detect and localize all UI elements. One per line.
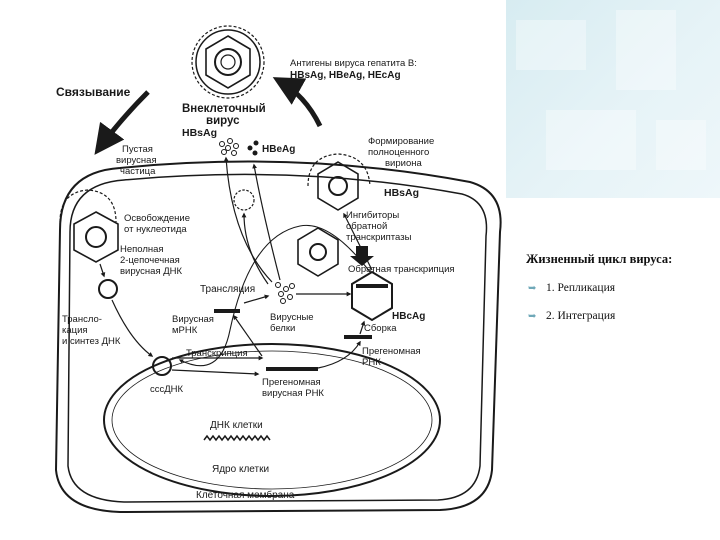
label-release-1: Освобождение xyxy=(124,213,190,224)
label-transcription: Транскрипция xyxy=(186,348,248,359)
viral-mrna-bar xyxy=(214,309,240,313)
cell-nucleus-outline xyxy=(103,343,441,497)
label-hbeag: HBeAg xyxy=(262,144,295,155)
viral-proteins-icon xyxy=(275,282,295,304)
label-inhibitors-1: Ингибиторы xyxy=(346,210,399,221)
label-forming-1: Формирование xyxy=(368,136,434,147)
label-empty-particle-1: Пустая xyxy=(122,144,153,155)
label-reverse-transcription: Обратная транскрипция xyxy=(348,264,455,275)
cccdna-icon xyxy=(152,356,172,376)
arrow-to-assembly xyxy=(359,320,366,335)
slide-text-panel: Жизненный цикл вируса: ➥ 1. Репликация ➥… xyxy=(506,0,720,540)
inner-capsid-icon xyxy=(297,227,339,277)
label-translocation-3: и синтез ДНК xyxy=(62,336,121,347)
label-forming-2: полноценного xyxy=(368,147,429,158)
arrow-translocation xyxy=(111,299,154,357)
label-antigens: Антигены вируса гепатита В: xyxy=(290,58,417,69)
arrow-pregenomic-up xyxy=(317,340,361,369)
label-incomplete-1: Неполная xyxy=(120,244,164,255)
empty-particle-icon xyxy=(233,189,255,211)
label-viral-proteins-1: Вирусные xyxy=(270,312,314,323)
arrow-assembly-to-virion xyxy=(343,212,373,271)
arrow-mrna-out xyxy=(233,314,263,357)
list-item-text: 2. Интеграция xyxy=(546,310,616,322)
label-empty-particle-2: вирусная xyxy=(116,155,157,166)
cell-dna-icon xyxy=(203,434,271,442)
cell-membrane-outer xyxy=(54,160,502,514)
label-empty-particle-3: частица xyxy=(120,166,156,177)
pregenomic-rna-bar xyxy=(266,367,318,371)
cell-membrane-inner xyxy=(67,173,488,503)
cell-nucleus-inner xyxy=(111,350,433,490)
hbsag-particle-icon xyxy=(219,138,239,156)
arrow-protein-to-hbsag xyxy=(223,156,273,283)
label-extracellular-virus: Внеклеточный xyxy=(182,103,266,115)
label-translocation-1: Трансло- xyxy=(62,314,102,325)
pregenomic-rna-cyto-bar xyxy=(344,335,372,339)
arrow-release-virion xyxy=(272,77,323,128)
arrow-protein-to-empty xyxy=(241,212,269,285)
list-item-text: 1. Репликация xyxy=(546,282,616,294)
bullet-list: ➥ 1. Репликация ➥ 2. Интеграция xyxy=(528,282,615,338)
label-translocation-2: кация xyxy=(62,325,88,336)
label-assembly: Сборка xyxy=(364,323,397,334)
label-cell-dna: ДНК клетки xyxy=(210,420,263,431)
incomplete-dna-icon xyxy=(98,279,118,299)
label-hbsag-mid: HBsAg xyxy=(384,187,419,199)
decorative-header xyxy=(506,0,720,198)
hbeag-dots-icon xyxy=(247,140,259,156)
label-extracellular-virus-2: вирус xyxy=(206,115,240,127)
label-viral-mrna-2: мРНК xyxy=(172,325,198,336)
slide-title: Жизненный цикл вируса: xyxy=(526,252,673,266)
label-pregenomic-1: Прегеномная xyxy=(362,346,421,357)
label-incomplete-3: вирусная ДНК xyxy=(120,266,183,277)
arrow-bullet-icon: ➥ xyxy=(528,283,537,294)
label-hbcag: HBcAg xyxy=(392,311,425,322)
label-antigens-list: HBsAg, HBeAg, HEcAg xyxy=(290,70,401,81)
arrow-to-dna xyxy=(99,263,106,278)
assembly-hexagon-icon xyxy=(351,270,393,322)
label-release-2: от нуклеотида xyxy=(124,224,187,235)
label-incomplete-2: 2-цепочечная xyxy=(120,255,180,266)
label-hbsag-top: HBsAg xyxy=(182,127,217,139)
arrow-translation xyxy=(243,294,270,304)
label-pregenomic-viral-1: Прегеномная xyxy=(262,377,321,388)
label-viral-mrna-1: Вирусная xyxy=(172,314,214,325)
forming-virion-icon xyxy=(307,153,371,211)
label-cell-membrane: Клеточная мембрана xyxy=(196,489,295,501)
arrow-bullet-icon: ➥ xyxy=(528,311,537,322)
label-binding: Связывание xyxy=(56,85,131,99)
label-inhibitors-2: обратной xyxy=(346,221,387,232)
label-cccdna: cccДНК xyxy=(150,384,184,395)
arrow-protein-to-hbeag xyxy=(252,163,281,281)
label-inhibitors-3: транскриптазы xyxy=(346,232,412,243)
extracellular-virus-icon xyxy=(191,25,265,99)
label-viral-proteins-2: белки xyxy=(270,323,295,334)
label-pregenomic-viral-2: вирусная РНК xyxy=(262,388,324,399)
label-pregenomic-2: РНК xyxy=(362,357,381,368)
arrow-binding xyxy=(94,90,150,155)
entering-virus-icon xyxy=(59,189,117,223)
capsid-hexagon-icon xyxy=(73,211,119,263)
arrow-to-pregenomic xyxy=(171,369,260,377)
label-forming-3: вириона xyxy=(385,158,422,169)
label-translation: Трансляция xyxy=(200,284,255,295)
arrow-feedback xyxy=(178,224,371,367)
label-cell-nucleus: Ядро клетки xyxy=(212,464,269,475)
list-item: ➥ 2. Интеграция xyxy=(528,310,615,338)
list-item: ➥ 1. Репликация xyxy=(528,282,615,310)
